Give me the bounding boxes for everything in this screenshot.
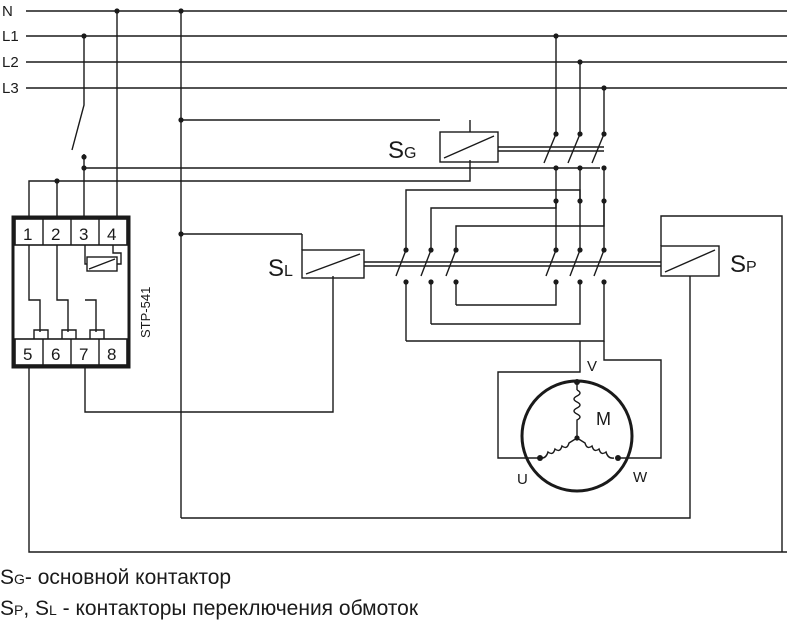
motor-label: M <box>596 409 611 429</box>
relay-wiring <box>28 8 787 553</box>
contactor-sp: SP <box>406 168 757 342</box>
terminal-2: 2 <box>51 225 60 244</box>
relay-stp541: 1 2 3 4 5 6 7 8 STP-541 <box>11 215 153 369</box>
motor: M V U W <box>497 341 662 493</box>
terminal-7: 7 <box>79 345 88 364</box>
relay-model-label: STP-541 <box>138 287 153 338</box>
caption-switch-contactors: SP, SL - контакторы переключения обмоток <box>0 597 419 620</box>
terminal-6: 6 <box>51 345 60 364</box>
terminal-4: 4 <box>107 225 116 244</box>
sp-coil <box>660 245 720 277</box>
terminal-8: 8 <box>107 345 116 364</box>
sl-coil <box>301 249 365 279</box>
sl-label: SL <box>268 255 293 282</box>
terminal-w: W <box>633 469 648 486</box>
sg-label: SG <box>388 137 416 164</box>
label-l2: L2 <box>2 54 19 71</box>
label-n: N <box>2 3 13 20</box>
terminal-1: 1 <box>23 225 32 244</box>
terminal-5: 5 <box>23 345 32 364</box>
caption-main-contactor: SG- основной контактор <box>0 566 232 589</box>
relay-body <box>11 215 131 369</box>
schematic: N L1 L2 L3 1 2 3 4 5 6 7 8 STP-541 <box>2 3 787 553</box>
sp-label: SP <box>730 251 757 278</box>
terminal-3: 3 <box>79 225 88 244</box>
label-l1: L1 <box>2 28 19 45</box>
supply-lines: N L1 L2 L3 <box>2 3 787 97</box>
contactor-sg: SG <box>388 33 607 171</box>
terminal-u: U <box>517 471 528 488</box>
terminal-v: V <box>587 358 597 375</box>
label-l3: L3 <box>2 80 19 97</box>
